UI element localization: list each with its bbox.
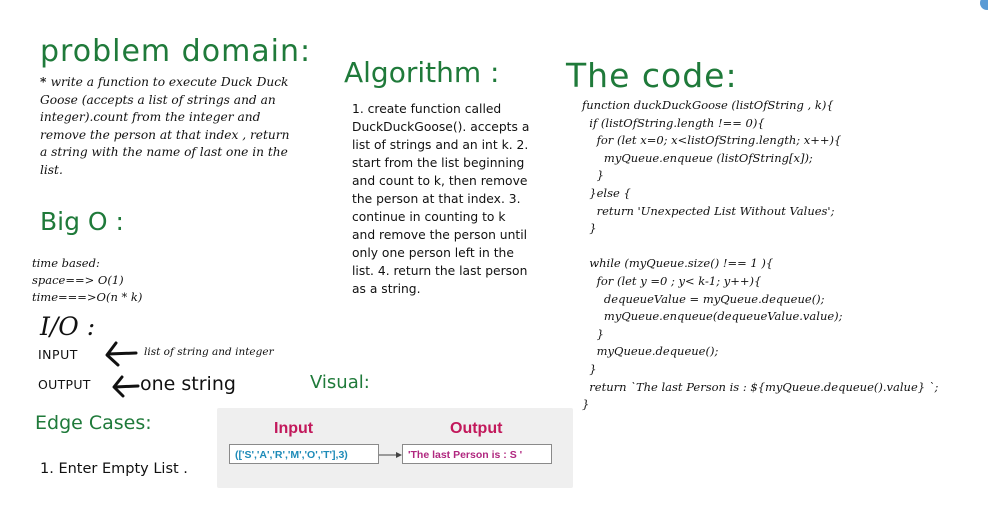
problem-domain-heading: problem domain: (40, 34, 312, 69)
visual-heading: Visual: (310, 372, 370, 393)
big-o-heading: Big O : (40, 207, 124, 236)
big-o-text: time based: space==> O(1) time===>O(n * … (32, 255, 142, 306)
big-o-line: space==> O(1) (32, 273, 124, 287)
bullet-star: * (40, 75, 51, 89)
edge-cases-text: 1. Enter Empty List . (40, 461, 188, 477)
arrow-left-icon (112, 375, 140, 398)
visual-input-box: (['S','A','R','M','O','T'],3) (229, 444, 379, 464)
problem-description: write a function to execute Duck Duck Go… (40, 75, 290, 177)
big-o-line: time===>O(n * k) (32, 290, 143, 304)
visual-input-label: Input (274, 420, 314, 437)
code-block: function duckDuckGoose (listOfString , k… (582, 98, 939, 412)
visual-diagram: Input Output (['S','A','R','M','O','T'],… (217, 408, 573, 488)
edge-cases-heading: Edge Cases: (35, 412, 152, 434)
visual-output-label: Output (450, 420, 503, 437)
arrow-right-icon (379, 452, 402, 458)
arrow-left-icon (105, 341, 138, 367)
problem-domain-text: * write a function to execute Duck Duck … (40, 74, 300, 180)
corner-indicator (980, 0, 988, 10)
io-input-description: list of string and integer (144, 346, 274, 358)
visual-output-box: 'The last Person is : S ' (402, 444, 552, 464)
io-output-description: one string (140, 373, 236, 395)
io-heading: I/O : (40, 312, 96, 341)
io-input-label: INPUT (38, 347, 78, 362)
big-o-line: time based: (32, 256, 100, 270)
algorithm-text: 1. create function called DuckDuckGoose(… (352, 102, 530, 296)
io-output-label: OUTPUT (38, 377, 91, 392)
code-heading: The code: (566, 56, 738, 95)
algorithm-heading: Algorithm : (344, 56, 500, 89)
